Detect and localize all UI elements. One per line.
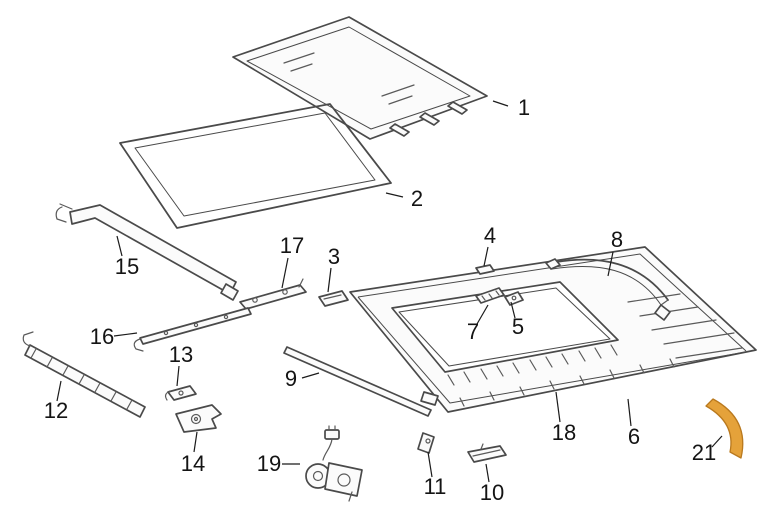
part-label-13[interactable]: 13 xyxy=(169,342,193,367)
part-seal-frame xyxy=(119,103,392,229)
leader-6 xyxy=(627,398,632,427)
frame-clip-4 xyxy=(475,264,495,275)
leader-21 xyxy=(711,435,723,448)
part-bracket-14 xyxy=(175,404,222,433)
leader-16 xyxy=(113,332,138,337)
part-strip-16 xyxy=(133,307,252,352)
frame-hatch-18 xyxy=(447,344,618,386)
part-label-9[interactable]: 9 xyxy=(285,366,297,391)
part-label-12[interactable]: 12 xyxy=(44,398,68,423)
part-clip-11 xyxy=(417,432,435,454)
leader-lines xyxy=(56,100,723,483)
part-guide-7 xyxy=(475,287,505,304)
leader-7 xyxy=(476,304,489,325)
part-label-17[interactable]: 17 xyxy=(280,233,304,258)
part-label-7[interactable]: 7 xyxy=(467,319,479,344)
leader-1 xyxy=(492,100,509,107)
part-label-14[interactable]: 14 xyxy=(181,451,205,476)
part-label-15[interactable]: 15 xyxy=(115,254,139,279)
leader-17 xyxy=(281,257,289,289)
part-left-rail xyxy=(55,203,239,301)
part-label-2[interactable]: 2 xyxy=(411,186,423,211)
leader-2 xyxy=(385,192,404,198)
part-highlighted-trim-21 xyxy=(705,398,744,459)
part-label-5[interactable]: 5 xyxy=(512,314,524,339)
leader-13 xyxy=(176,365,180,387)
part-bracket-17 xyxy=(239,278,307,310)
leader-4 xyxy=(483,246,489,267)
leader-10 xyxy=(485,463,490,483)
part-label-8[interactable]: 8 xyxy=(611,227,623,252)
part-latch-13 xyxy=(164,385,197,401)
part-callouts: 1 2 15 17 3 4 8 16 13 7 5 9 12 14 18 6 1… xyxy=(44,95,716,505)
part-label-4[interactable]: 4 xyxy=(484,223,496,248)
part-label-16[interactable]: 16 xyxy=(90,324,114,349)
leader-11 xyxy=(427,451,433,478)
leader-12 xyxy=(56,380,62,402)
leader-14 xyxy=(193,431,198,453)
part-slider-5 xyxy=(504,291,524,306)
part-glass-panel xyxy=(232,16,488,140)
part-label-21[interactable]: 21 xyxy=(692,440,716,465)
part-bracket-10 xyxy=(467,443,507,463)
part-label-1[interactable]: 1 xyxy=(518,95,530,120)
part-seal-strip-9 xyxy=(283,346,432,417)
part-serrated-strip xyxy=(22,331,146,418)
part-main-frame xyxy=(349,246,757,413)
part-motor-19 xyxy=(305,425,363,502)
part-label-6[interactable]: 6 xyxy=(628,424,640,449)
part-rear-rail-8 xyxy=(545,258,671,321)
part-guide-3 xyxy=(318,290,349,307)
part-label-19[interactable]: 19 xyxy=(257,451,281,476)
part-label-11[interactable]: 11 xyxy=(424,474,447,499)
leader-8 xyxy=(607,251,614,277)
leader-18 xyxy=(555,391,561,423)
leader-15 xyxy=(116,235,123,257)
part-label-3[interactable]: 3 xyxy=(328,244,340,269)
part-label-10[interactable]: 10 xyxy=(480,480,504,505)
part-label-18[interactable]: 18 xyxy=(552,420,576,445)
leader-9 xyxy=(301,372,320,379)
leader-5 xyxy=(510,301,516,319)
highlight-arc xyxy=(705,398,744,459)
leader-3 xyxy=(327,267,332,293)
